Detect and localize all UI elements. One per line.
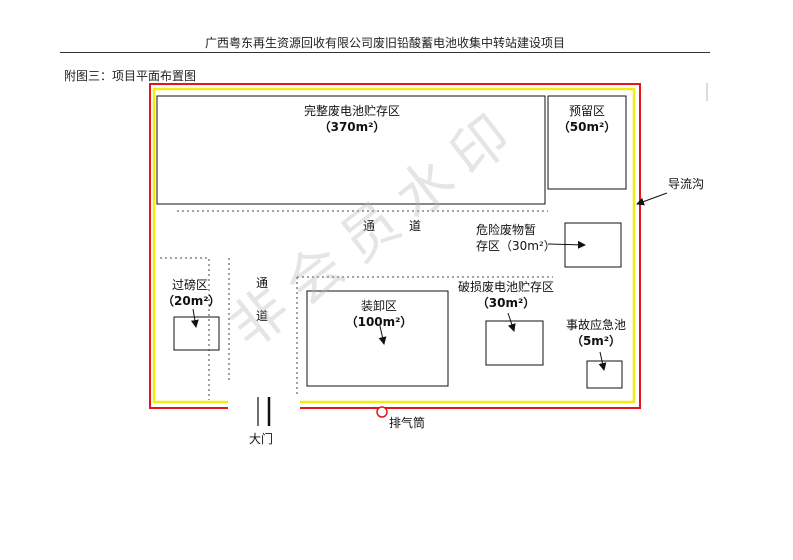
reserve-label: 预留区 （50m²） — [557, 104, 617, 134]
hazard-temp-label: 危险废物暂 存区（30m²） — [476, 223, 556, 253]
emergency-arrow — [598, 351, 607, 371]
hazard-arrow — [547, 240, 586, 249]
exhaust-stack — [376, 406, 388, 418]
passage-v-char2: 道 — [256, 309, 269, 323]
damaged-arrow — [507, 312, 516, 332]
scale-arrow — [190, 308, 199, 328]
battery-storage-label: 完整废电池贮存区 （370m²） — [303, 104, 400, 134]
reserve-box — [547, 95, 627, 190]
exhaust-label: 排气筒 — [389, 416, 426, 430]
loading-arrow — [378, 325, 387, 345]
figure-subtitle: 附图三：项目平面布置图 — [64, 69, 197, 83]
document-header: 广西粤东再生资源回收有限公司废旧铅酸蓄电池收集中转站建设项目 — [204, 36, 565, 50]
scale-dotted-outline — [160, 257, 210, 400]
loading-label: 装卸区 （100m²） — [345, 299, 413, 329]
passage-h-char2: 道 — [409, 219, 422, 233]
scale-label: 过磅区 （20m²） — [162, 278, 221, 308]
emergency-pool-box — [586, 360, 623, 389]
drain-label: 导流沟 — [668, 177, 705, 191]
damaged-storage-label: 破损废电池贮存区 （30m²） — [457, 280, 554, 310]
emergency-pool-label: 事故应急池 （5m²） — [565, 318, 626, 348]
damaged-storage-box — [485, 320, 544, 366]
loading-box — [306, 290, 449, 387]
site-boundary-red — [149, 83, 641, 409]
gate-label: 大门 — [249, 432, 274, 446]
header-divider — [60, 52, 710, 53]
scale-box — [173, 316, 220, 351]
passage-h-char1: 通 — [363, 219, 376, 233]
drain-arrow — [636, 192, 668, 206]
battery-storage-box — [156, 95, 546, 205]
drain-channel-yellow — [152, 87, 636, 404]
passage-v-char1: 通 — [256, 276, 269, 290]
